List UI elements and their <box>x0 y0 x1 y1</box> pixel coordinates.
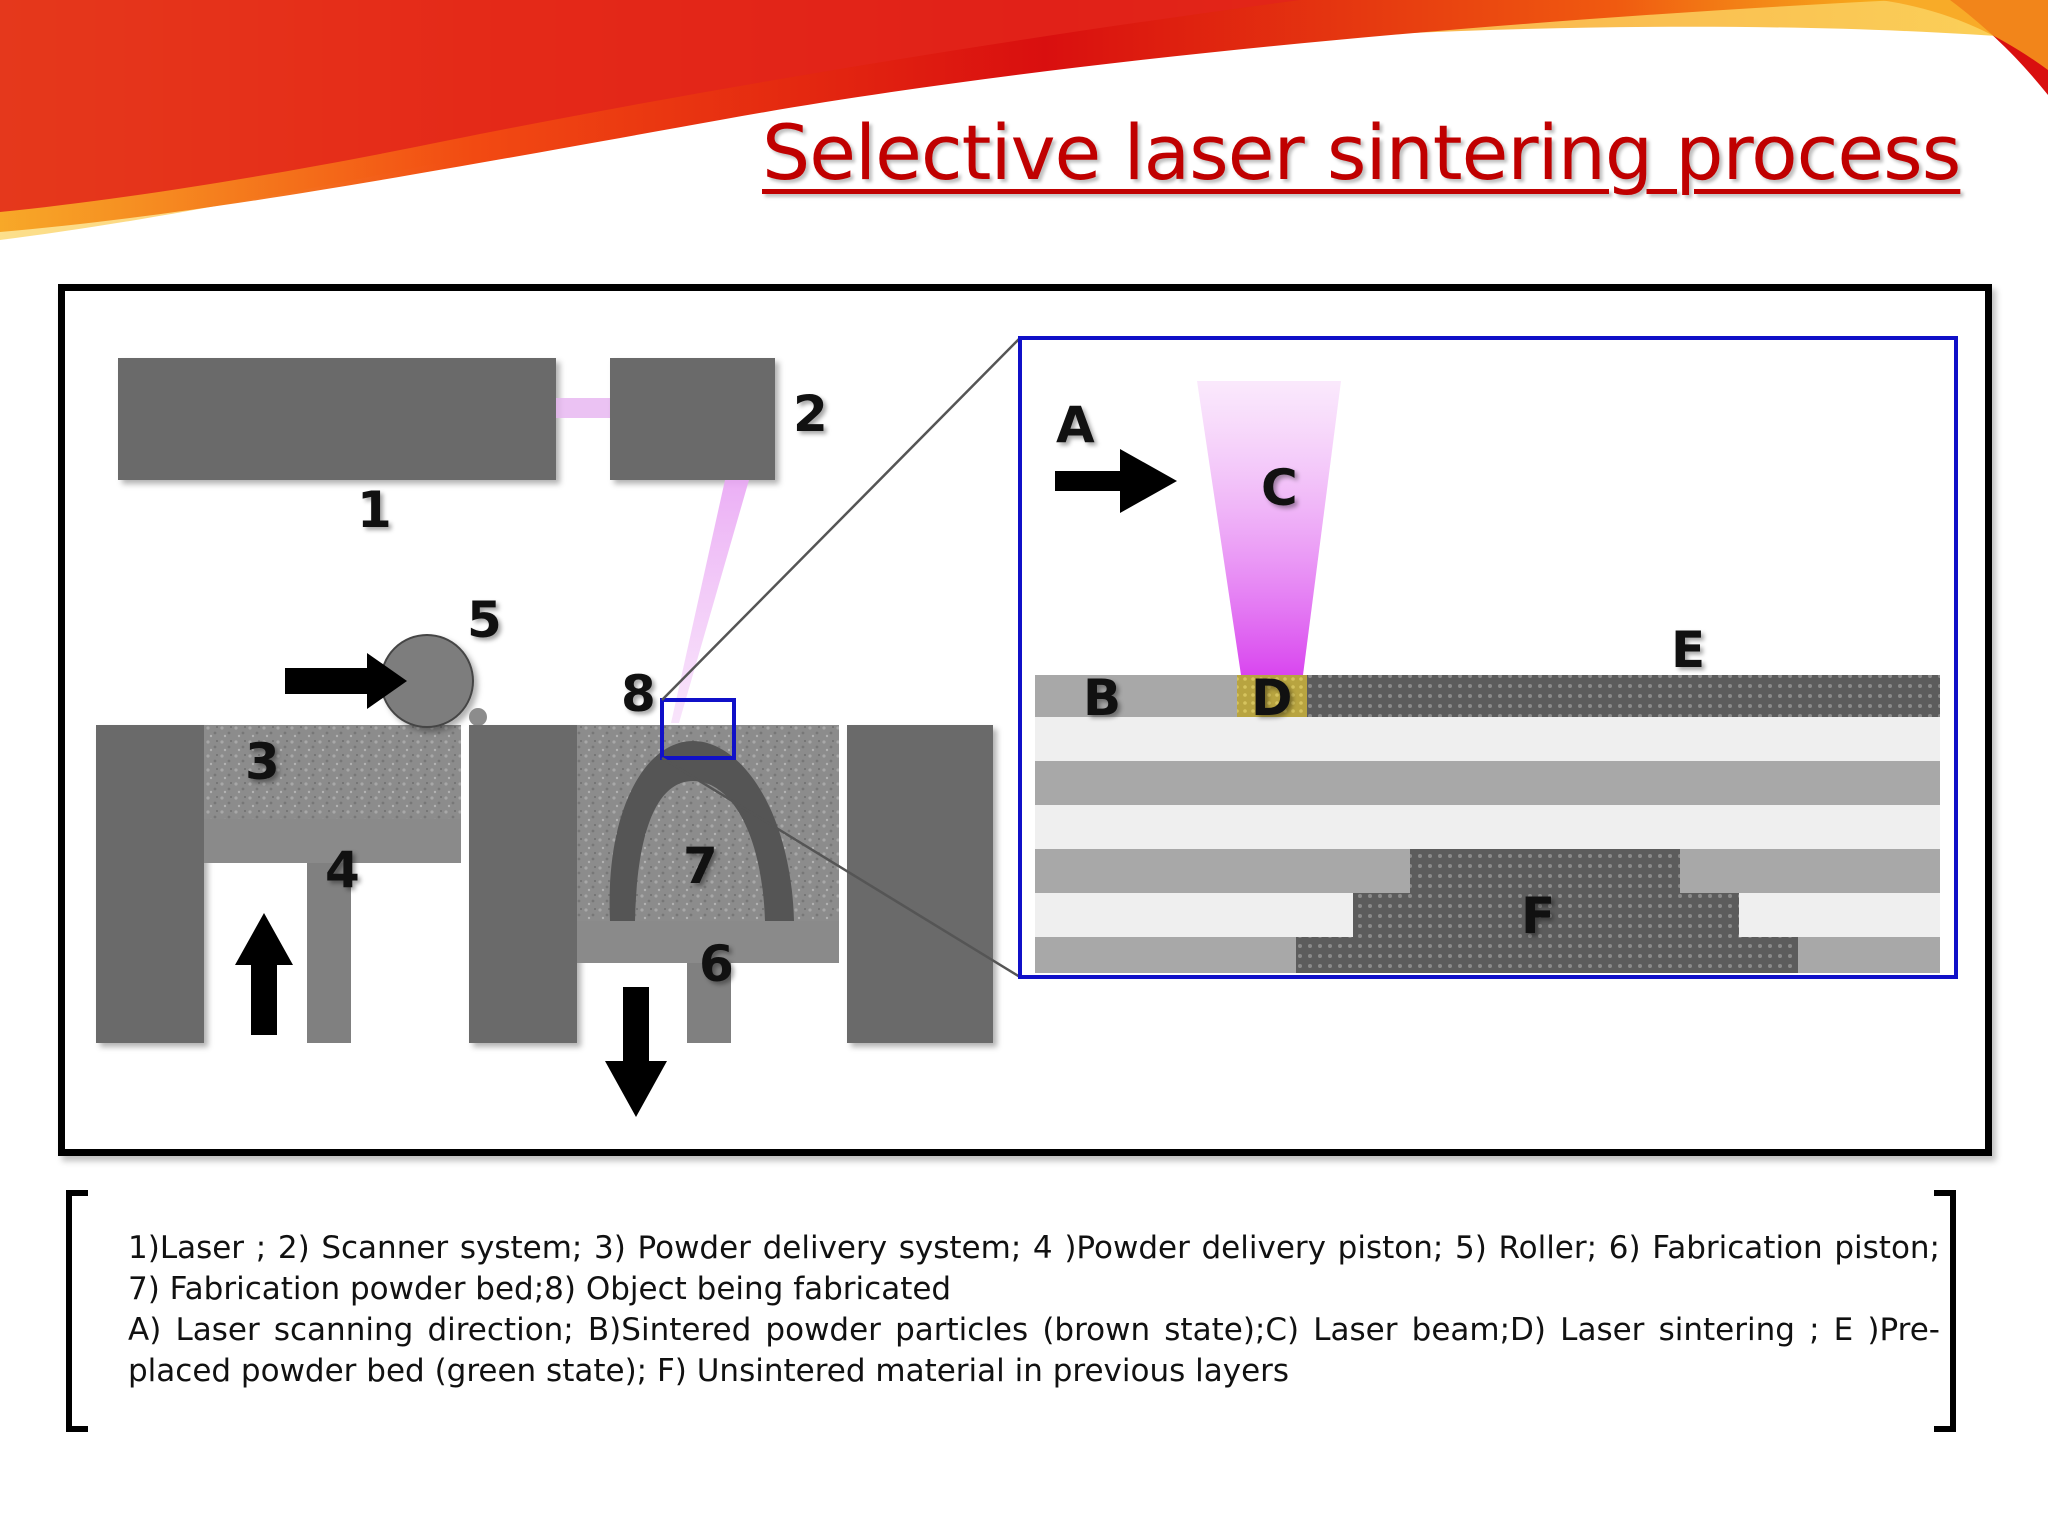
sintered-layer-top <box>1035 675 1237 717</box>
layer-white-2 <box>1035 805 1940 849</box>
delivery-piston-plate <box>204 819 461 863</box>
caption: 1)Laser ; 2) Scanner system; 3) Powder d… <box>66 1190 1956 1432</box>
diagram-frame: 1 2 3 4 5 6 7 8 A B C D E F <box>58 284 1992 1156</box>
caption-line-numbered: 1)Laser ; 2) Scanner system; 3) Powder d… <box>128 1230 1940 1307</box>
sintering-zone <box>1237 675 1307 717</box>
label-roller: 5 <box>467 591 502 649</box>
fabrication-piston-arrow <box>605 987 667 1117</box>
right-wall <box>847 725 993 1043</box>
label-laser: 1 <box>357 481 392 539</box>
laser-link-beam <box>556 398 610 418</box>
label-unsintered-material: F <box>1521 887 1555 945</box>
delivery-chamber-wall-left <box>96 725 204 1043</box>
sls-diagram: 1 2 3 4 5 6 7 8 A B C D E F <box>96 336 1958 1117</box>
caption-line-lettered: A) Laser scanning direction; B)Sintered … <box>128 1312 1940 1389</box>
scanner-system <box>610 358 775 480</box>
zoom-region-box <box>660 698 736 760</box>
delivery-piston-arrow <box>235 913 293 1035</box>
label-object: 8 <box>621 665 656 723</box>
fabrication-piston-rod <box>687 963 731 1043</box>
caption-text: 1)Laser ; 2) Scanner system; 3) Powder d… <box>128 1228 1940 1392</box>
roller-powder-pile <box>469 708 487 726</box>
caption-bracket-left <box>66 1190 88 1432</box>
laser-beam-cone <box>1197 381 1341 675</box>
label-powder-bed: 7 <box>683 837 718 895</box>
object-being-fabricated <box>609 741 794 921</box>
label-scan-direction: A <box>1056 396 1095 454</box>
layer-grey-1 <box>1035 761 1940 805</box>
delivery-piston-rod <box>307 863 351 1043</box>
unsintered-step-top <box>1410 849 1680 893</box>
unsintered-step-middle <box>1353 893 1739 937</box>
label-delivery-piston: 4 <box>325 841 360 899</box>
laser-source <box>118 358 556 480</box>
label-sintered-particles: B <box>1083 669 1121 727</box>
label-laser-beam: C <box>1261 459 1298 517</box>
scan-direction-arrow <box>1055 449 1177 513</box>
preplaced-powder-bed <box>1307 675 1940 717</box>
layer-white-1 <box>1035 717 1940 761</box>
powder-delivery-bed <box>204 725 461 819</box>
scanner-laser-beam <box>671 480 749 723</box>
label-scanner: 2 <box>793 385 828 443</box>
label-preplaced-powder: E <box>1671 621 1705 679</box>
label-fabrication-piston: 6 <box>699 935 734 993</box>
unsintered-step-bottom <box>1296 937 1798 973</box>
label-powder-delivery: 3 <box>245 733 280 791</box>
fabrication-piston-plate <box>577 921 839 963</box>
middle-wall <box>469 725 577 1043</box>
caption-bracket-right <box>1934 1190 1956 1432</box>
decorative-swoosh <box>0 0 2048 240</box>
page-title: Selective laser sintering process <box>762 108 1961 197</box>
zoom-connector-bottom <box>661 756 1021 979</box>
roller-direction-arrow <box>285 653 407 709</box>
label-laser-sintering: D <box>1251 669 1293 727</box>
zoom-connector-top <box>661 337 1021 701</box>
